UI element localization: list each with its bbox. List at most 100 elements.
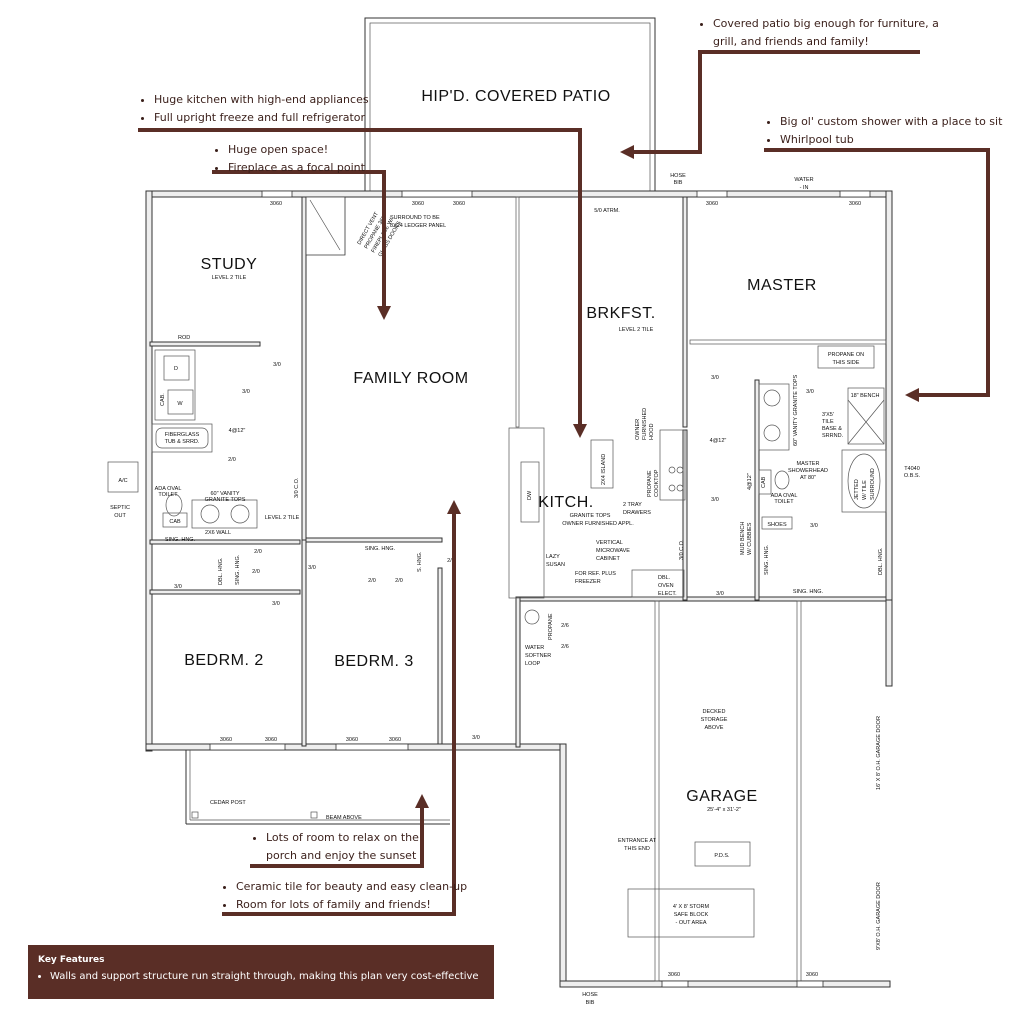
door-label: 2/0 [368, 578, 376, 584]
cased-opening-label: 3/0 C.O. [294, 477, 300, 498]
door-label: 3/0 [711, 375, 719, 381]
double-hung-label: DBL. HNG. [878, 547, 884, 575]
callout-patio: Covered patio big enough for furniture, … [697, 15, 939, 51]
tub-label: JETTED [854, 479, 860, 500]
shower-base-label: 3'X5' [822, 412, 834, 418]
water-in-label: - IN [800, 185, 809, 191]
door-label: 2/0 [228, 457, 236, 463]
windows [209, 190, 871, 988]
propane-note: THIS SIDE [833, 360, 860, 366]
door-label: 2/6 [561, 623, 569, 629]
study-title: STUDY [201, 256, 258, 273]
callout-text: porch and enjoy the sunset [266, 849, 417, 862]
beam-label: BEAM ABOVE [326, 815, 362, 821]
softener-label: LOOP [525, 661, 541, 667]
door-label: 3/0 [273, 362, 281, 368]
wall-label: 2X6 WALL [205, 530, 231, 536]
callout-text: Huge kitchen with high-end appliances [154, 91, 369, 109]
tub-label: W/ TILE [862, 480, 868, 500]
window-label: 3060 [453, 201, 465, 207]
door-label: 2/6 [561, 644, 569, 650]
tile-label: LEVEL 2 TILE [265, 515, 300, 521]
door-label: 3/0 [272, 601, 280, 607]
mud-bench-label: MUD BENCH [740, 522, 746, 555]
fireplace: DIRECT VENT PROPANE 36" FIREPLACE W/ GLA… [305, 196, 403, 258]
family-room-title: FAMILY ROOM [353, 370, 468, 387]
callout-text: Lots of room to relax on the [266, 829, 419, 847]
double-hung-label: DBL. HNG. [218, 557, 224, 585]
shoes-label: SHOES [767, 522, 787, 528]
door-label: 3/0 [711, 497, 719, 503]
storm-shelter-label: 4' X 8' STORM [673, 904, 710, 910]
microwave-label: CABINET [596, 556, 620, 562]
callout-text: grill, and friends and family! [713, 35, 869, 48]
ac-label: A/C [118, 478, 127, 484]
cedar-post-label: CEDAR POST [210, 800, 246, 806]
window-tag: T4040 [904, 466, 920, 472]
drawers-label: 2 TRAY [623, 502, 642, 508]
interior-walls [149, 196, 887, 982]
window-tag: O.B.S. [904, 473, 921, 479]
callout-arrows [138, 50, 990, 916]
bedroom-3-title: BEDRM. 3 [334, 653, 414, 670]
door-label: 3/0 [242, 389, 250, 395]
master-bath-fixtures [758, 383, 887, 513]
window-label: 3060 [706, 201, 718, 207]
master-title: MASTER [747, 277, 817, 294]
kitchen-subtitle: GRANITE TOPS [570, 513, 611, 519]
single-hung-label: SING. HNG. [793, 589, 824, 595]
kitchen-title: KITCH. [538, 494, 593, 511]
window-label: 3060 [849, 201, 861, 207]
shelves-label: 4@12" [229, 428, 246, 434]
hood-label: OWNER [635, 419, 641, 440]
septic-label: OUT [114, 513, 126, 519]
surround-note: SURROUND TO BE [390, 215, 440, 221]
hose-bib-label: HOSE [670, 173, 686, 179]
callout-text: Covered patio big enough for furniture, … [713, 15, 939, 33]
entrance-label: THIS END [624, 846, 650, 852]
callout-text: Ceramic tile for beauty and easy clean-u… [236, 878, 467, 896]
surround-note: 8X24 LEDGER PANEL [390, 223, 446, 229]
storm-shelter-label: - OUT AREA [675, 920, 706, 926]
microwave-label: VERTICAL [596, 540, 623, 546]
dishwasher-label: DW [527, 490, 533, 500]
door-label: 2/0 [254, 549, 262, 555]
lazy-susan-label: LAZY [546, 554, 560, 560]
breakfast-title: BRKFST. [586, 305, 655, 322]
garage-door-label: 9'X8' O.H. GARAGE DOOR [876, 882, 882, 950]
callout-text: Full upright freeze and full refrigerato… [154, 109, 369, 127]
refrigerator-label: FREEZER [575, 579, 601, 585]
callout-text: Fireplace as a focal point [228, 159, 365, 177]
island-label: 2X4 ISLAND [601, 454, 607, 485]
kitchen-fixtures [508, 427, 686, 599]
door-label: 3/0 [472, 735, 480, 741]
shower-base-label: BASE & [822, 426, 842, 432]
door-label: 3/0 [810, 523, 818, 529]
single-hung-label: SING. HNG. [235, 554, 241, 585]
single-hung-label: SING. HNG. [165, 537, 196, 543]
door-label: 3/0 [716, 591, 724, 597]
lazy-susan-label: SUSAN [546, 562, 565, 568]
shower-base-label: SRRND. [822, 433, 844, 439]
oven-label: ELECT. [658, 591, 677, 597]
covered-patio: HIP'D. COVERED PATIO [364, 17, 656, 195]
laundry-bath [151, 349, 258, 529]
window-label: 3060 [668, 972, 680, 978]
callout-tile: Ceramic tile for beauty and easy clean-u… [220, 878, 467, 914]
window-label: 3060 [806, 972, 818, 978]
fiberglass-label: FIBERGLASS [165, 432, 200, 438]
master-vanity-label: 60" VANITY GRANITE TOPS [793, 374, 799, 446]
callout-open-space: Huge open space!Fireplace as a focal poi… [212, 141, 365, 177]
door-label: 3/0 [308, 565, 316, 571]
ada-toilet-label: ADA OVAL [155, 486, 182, 492]
cooktop-label: COOKTOP [654, 469, 660, 497]
callout-master: Big ol' custom shower with a place to si… [764, 113, 1002, 149]
storage-label: DECKED [703, 709, 726, 715]
window-label: 3060 [412, 201, 424, 207]
vanity-label: GRANITE TOPS [205, 497, 246, 503]
septic-label: SEPTIC [110, 505, 130, 511]
breakfast-subtitle: LEVEL 2 TILE [619, 327, 654, 333]
single-hung-label: SING. HNG. [365, 546, 396, 552]
